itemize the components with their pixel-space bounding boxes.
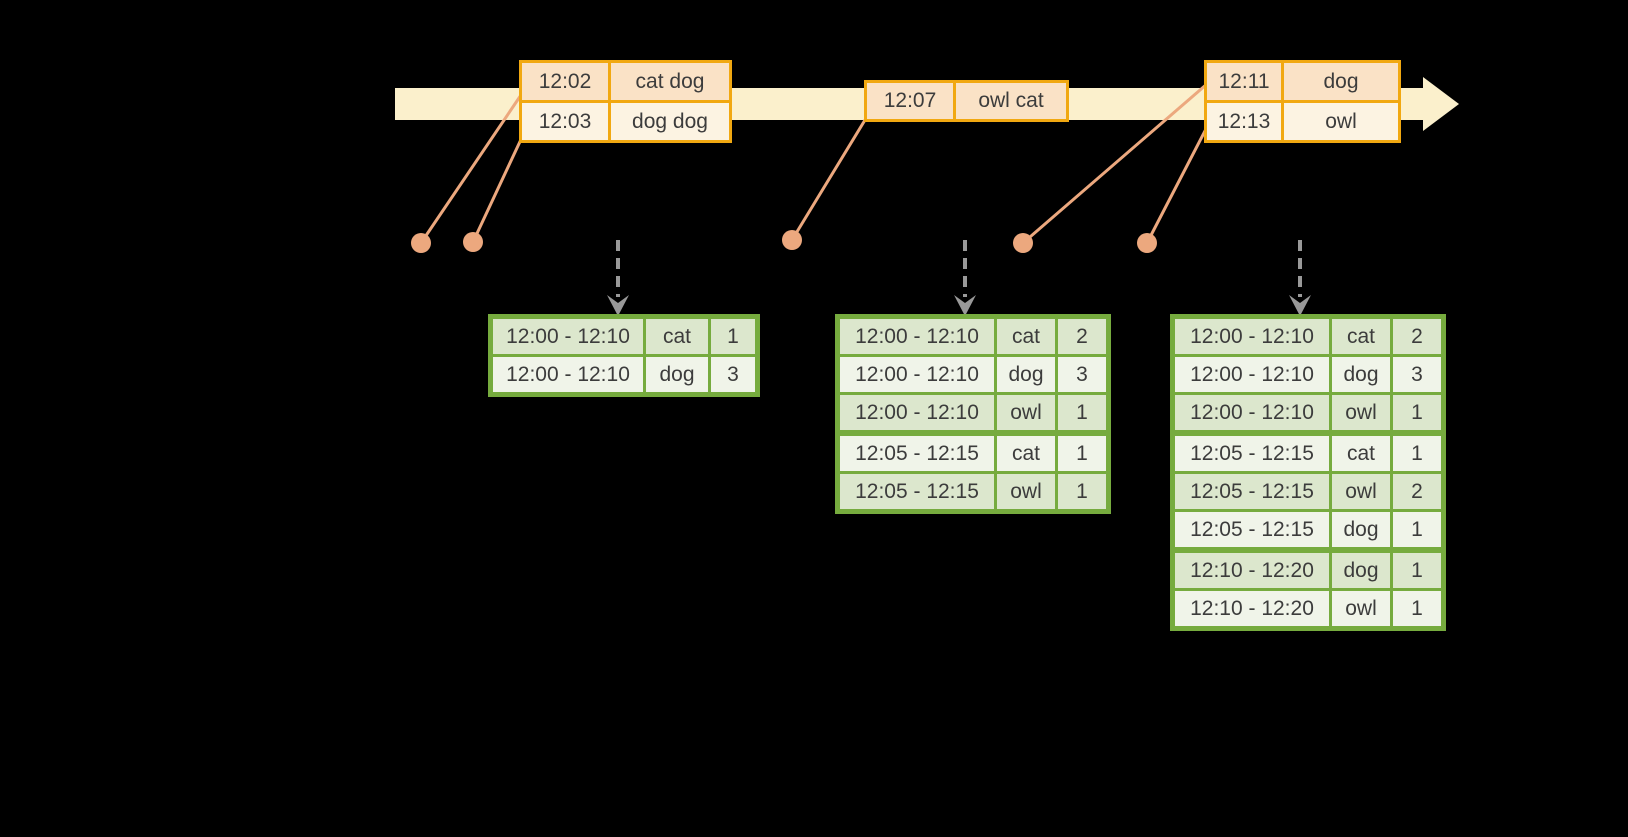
event-words: dog dog [608, 100, 732, 143]
event-batch-table-2: 12:07 owl cat [864, 80, 1069, 122]
event-dot-icon [463, 232, 483, 252]
result-row: 12:00 - 12:10 cat 1 [489, 315, 759, 357]
result-row: 12:00 - 12:10 cat 2 [836, 315, 1110, 357]
window-cell: 12:10 - 12:20 [1171, 547, 1332, 591]
count-cell: 1 [1390, 430, 1445, 474]
word-cell: cat [994, 315, 1058, 357]
result-table-2: 12:00 - 12:10 cat 2 12:00 - 12:10 dog 3 … [835, 314, 1111, 514]
count-cell: 1 [1390, 547, 1445, 591]
event-dot-icon [1137, 233, 1157, 253]
word-cell: dog [1329, 354, 1393, 395]
result-row: 12:05 - 12:15 dog 1 [1171, 509, 1445, 552]
event-words: dog [1281, 60, 1401, 103]
word-cell: owl [1329, 588, 1393, 630]
count-cell: 2 [1390, 315, 1445, 357]
event-dot-icon [1013, 233, 1033, 253]
window-cell: 12:05 - 12:15 [1171, 471, 1332, 512]
event-time: 12:07 [864, 80, 956, 122]
window-cell: 12:00 - 12:10 [836, 354, 997, 395]
trigger-arrow-head-icon [1289, 295, 1311, 316]
event-time: 12:03 [519, 100, 611, 143]
event-dots [411, 230, 1157, 253]
window-cell: 12:00 - 12:10 [489, 354, 646, 396]
connector-lines [419, 82, 1209, 245]
count-cell: 1 [1055, 392, 1110, 435]
word-cell: cat [643, 315, 711, 357]
result-row: 12:05 - 12:15 owl 2 [1171, 471, 1445, 512]
count-cell: 1 [1055, 430, 1110, 474]
window-cell: 12:05 - 12:15 [1171, 430, 1332, 474]
result-row: 12:05 - 12:15 cat 1 [836, 430, 1110, 474]
window-cell: 12:05 - 12:15 [836, 430, 997, 474]
window-cell: 12:05 - 12:15 [836, 471, 997, 513]
event-dot-icon [411, 233, 431, 253]
count-cell: 1 [708, 315, 759, 357]
result-row: 12:00 - 12:10 dog 3 [1171, 354, 1445, 395]
result-row: 12:00 - 12:10 cat 2 [1171, 315, 1445, 357]
result-row: 12:00 - 12:10 owl 1 [1171, 392, 1445, 435]
result-row: 12:05 - 12:15 cat 1 [1171, 430, 1445, 474]
result-row: 12:00 - 12:10 owl 1 [836, 392, 1110, 435]
word-cell: cat [1329, 315, 1393, 357]
result-row: 12:00 - 12:10 dog 3 [489, 354, 759, 396]
connector-line [1021, 82, 1209, 245]
result-row: 12:10 - 12:20 owl 1 [1171, 588, 1445, 630]
event-row: 12:07 owl cat [864, 80, 1069, 122]
count-cell: 1 [1055, 471, 1110, 513]
count-cell: 3 [708, 354, 759, 396]
count-cell: 1 [1390, 588, 1445, 630]
event-row: 12:11 dog [1204, 60, 1401, 103]
result-row: 12:00 - 12:10 dog 3 [836, 354, 1110, 395]
word-cell: owl [994, 471, 1058, 513]
trigger-arrow-head-icon [954, 295, 976, 316]
event-words: cat dog [608, 60, 732, 103]
event-words: owl cat [953, 80, 1069, 122]
trigger-arrow-head-icon [607, 295, 629, 316]
event-row: 12:03 dog dog [519, 100, 732, 143]
event-batch-table-1: 12:02 cat dog 12:03 dog dog [519, 60, 732, 143]
window-cell: 12:05 - 12:15 [1171, 509, 1332, 552]
event-row: 12:02 cat dog [519, 60, 732, 103]
result-table-1: 12:00 - 12:10 cat 1 12:00 - 12:10 dog 3 [488, 314, 760, 397]
word-cell: cat [1329, 430, 1393, 474]
window-cell: 12:00 - 12:10 [1171, 392, 1332, 435]
event-time: 12:02 [519, 60, 611, 103]
count-cell: 2 [1390, 471, 1445, 512]
word-cell: owl [1329, 471, 1393, 512]
word-cell: cat [994, 430, 1058, 474]
word-cell: owl [1329, 392, 1393, 435]
trigger-arrows [607, 240, 1311, 316]
connector-line [419, 93, 523, 245]
event-row: 12:13 owl [1204, 100, 1401, 143]
event-time: 12:13 [1204, 100, 1284, 143]
connector-line [790, 118, 867, 242]
window-cell: 12:00 - 12:10 [836, 392, 997, 435]
word-cell: owl [994, 392, 1058, 435]
window-cell: 12:00 - 12:10 [1171, 354, 1332, 395]
count-cell: 1 [1390, 392, 1445, 435]
count-cell: 2 [1055, 315, 1110, 357]
event-time: 12:11 [1204, 60, 1284, 103]
window-cell: 12:10 - 12:20 [1171, 588, 1332, 630]
window-cell: 12:00 - 12:10 [1171, 315, 1332, 357]
window-cell: 12:00 - 12:10 [489, 315, 646, 357]
word-cell: dog [994, 354, 1058, 395]
word-cell: dog [1329, 547, 1393, 591]
result-table-3: 12:00 - 12:10 cat 2 12:00 - 12:10 dog 3 … [1170, 314, 1446, 631]
word-cell: dog [643, 354, 711, 396]
connector-line [1145, 125, 1209, 245]
count-cell: 1 [1390, 509, 1445, 552]
event-batch-table-3: 12:11 dog 12:13 owl [1204, 60, 1401, 143]
word-cell: dog [1329, 509, 1393, 552]
result-row: 12:10 - 12:20 dog 1 [1171, 547, 1445, 591]
count-cell: 3 [1390, 354, 1445, 395]
window-cell: 12:00 - 12:10 [836, 315, 997, 357]
connector-line [471, 131, 526, 244]
event-dot-icon [782, 230, 802, 250]
count-cell: 3 [1055, 354, 1110, 395]
timeline-arrowhead-icon [1423, 77, 1459, 131]
result-row: 12:05 - 12:15 owl 1 [836, 471, 1110, 513]
event-words: owl [1281, 100, 1401, 143]
